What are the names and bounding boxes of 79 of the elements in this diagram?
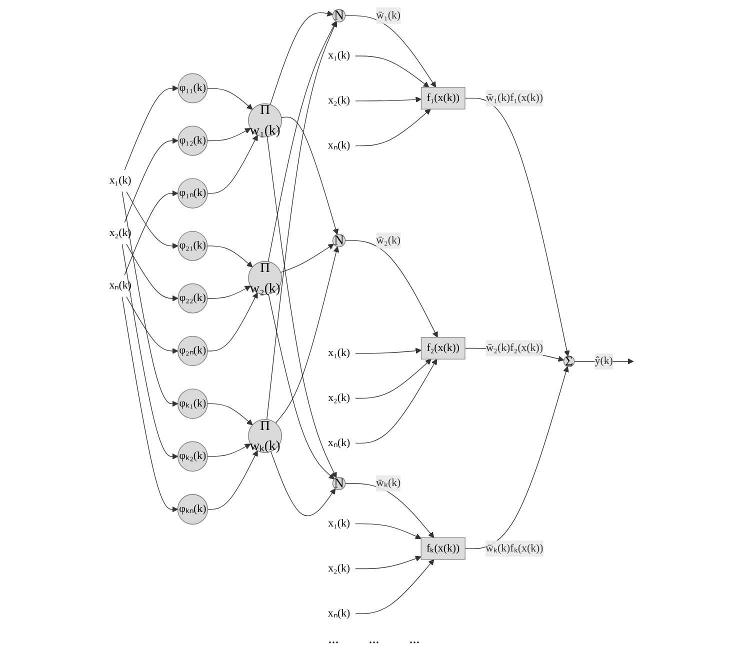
node-circle: φ₁₂(k) xyxy=(178,126,208,156)
node-circle: Π wₖ(k) xyxy=(248,418,282,453)
node-circle: N xyxy=(332,234,346,248)
arrow xyxy=(206,88,253,110)
arrow xyxy=(207,292,258,352)
node-text: x₁(k) xyxy=(328,518,350,530)
arrow xyxy=(206,128,251,142)
arrow xyxy=(280,244,334,273)
arrow xyxy=(266,136,337,478)
arrow xyxy=(122,244,178,460)
edge-label: ŷ(k) xyxy=(594,355,613,367)
arrow xyxy=(355,56,430,88)
edge-label: w̄ₖ(k)fₖ(x(k)) xyxy=(486,542,544,554)
edge-label: w̄₂(k) xyxy=(376,234,401,246)
arrow xyxy=(268,20,336,262)
node-circle: φ₂₂(k) xyxy=(178,283,208,314)
node-circle: φₖₙ(k) xyxy=(177,494,208,525)
arrow xyxy=(206,246,253,268)
arrow xyxy=(206,286,251,299)
node-box: fₖ(x(k)) xyxy=(420,537,466,560)
edge-label: w̄ₖ(k) xyxy=(376,477,401,489)
arrow xyxy=(268,294,335,480)
arrow xyxy=(207,444,251,457)
node-text: xₙ(k) xyxy=(328,608,350,620)
arrow xyxy=(281,116,339,235)
arrow xyxy=(355,559,434,614)
node-circle: φ₁ₙ(k) xyxy=(178,178,208,208)
arrow xyxy=(344,15,436,88)
arrow xyxy=(355,523,422,540)
node-text: x₁(k) xyxy=(109,174,132,186)
arrow xyxy=(126,244,178,302)
node-text: xₙ(k) xyxy=(328,437,350,449)
arrow xyxy=(344,240,438,338)
ellipsis-label: ... xyxy=(328,632,339,648)
arrow xyxy=(355,96,422,103)
arrow xyxy=(124,85,178,170)
node-circle: φ₂₁(k) xyxy=(178,230,208,261)
edge-label: w̄₁(k)f₁(x(k)) xyxy=(486,92,544,104)
arrow xyxy=(124,138,178,223)
arrow xyxy=(355,556,422,570)
node-circle: Π w₂(k) xyxy=(248,261,282,295)
arrow xyxy=(207,403,253,426)
arrow xyxy=(270,451,336,516)
node-circle: φ₂ₙ(k) xyxy=(178,336,208,366)
node-circle: Π w₁(k) xyxy=(248,103,282,138)
node-text: x₂(k) xyxy=(328,94,350,106)
node-circle: N xyxy=(332,476,346,490)
node-circle: φₖ₁(k) xyxy=(178,388,208,419)
arrow xyxy=(122,191,178,407)
node-text: x₁(k) xyxy=(328,50,350,62)
arrow xyxy=(207,134,258,194)
edge-label: w̄₂(k)f₂(x(k)) xyxy=(486,342,544,354)
arrow xyxy=(355,358,432,399)
arrow xyxy=(270,10,334,105)
node-text: x₂(k) xyxy=(328,392,350,404)
arrow xyxy=(355,108,431,146)
arrow xyxy=(464,366,569,549)
arrow xyxy=(124,190,178,276)
edge-label: w̄₁(k) xyxy=(376,10,401,22)
arrow xyxy=(266,21,338,420)
node-circle: N xyxy=(332,9,346,22)
arrow xyxy=(464,98,570,356)
arrow xyxy=(355,348,422,354)
node-circle: Σ xyxy=(563,356,575,368)
arrow xyxy=(126,296,178,354)
arrow xyxy=(275,246,340,424)
arrow xyxy=(126,191,178,249)
node-text: x₂(k) xyxy=(328,562,350,574)
node-box: f₁(x(k)) xyxy=(420,86,466,110)
arrow xyxy=(122,296,178,512)
node-circle: φₖ₂(k) xyxy=(178,441,208,472)
ellipsis-label: ... xyxy=(368,632,380,648)
ellipsis-label: ... xyxy=(409,632,420,648)
arrow xyxy=(207,450,258,510)
node-circle: φ₁₁(k) xyxy=(178,73,208,104)
node-text: x₁(k) xyxy=(328,347,350,359)
node-text: xₙ(k) xyxy=(328,140,350,152)
node-box: f₂(x(k)) xyxy=(420,337,466,360)
arrow xyxy=(355,358,438,444)
